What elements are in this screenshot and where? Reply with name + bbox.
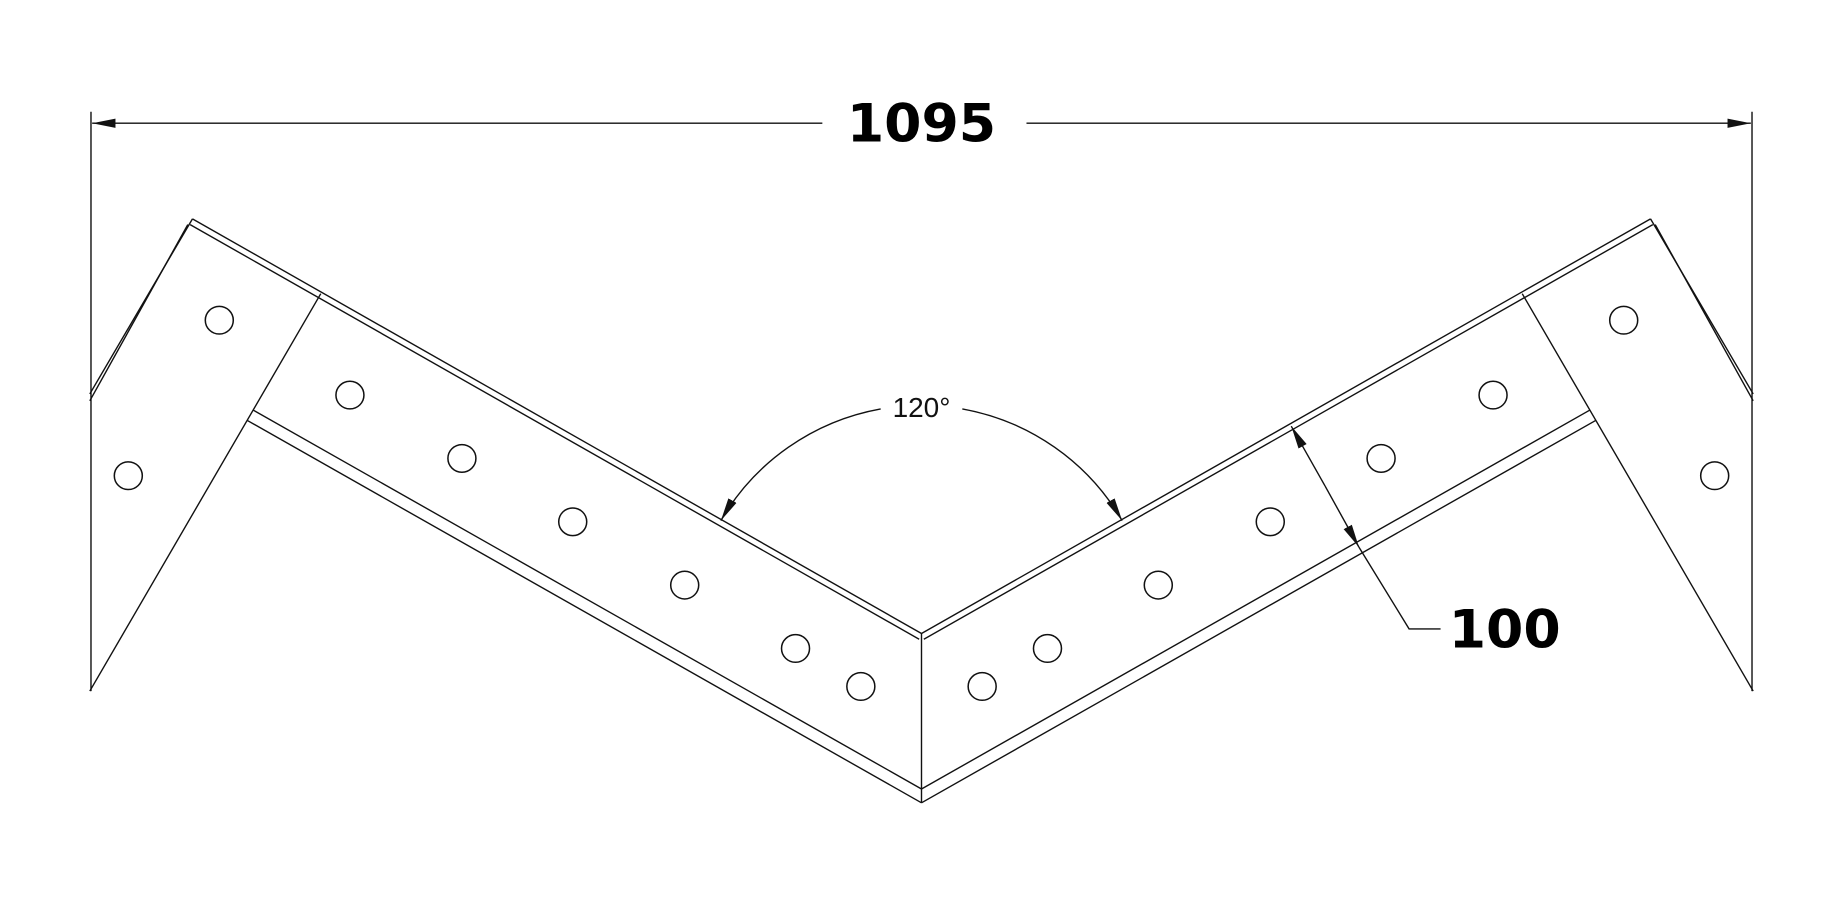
hole xyxy=(1143,570,1174,600)
hole xyxy=(669,570,700,600)
right-arm xyxy=(921,218,1754,804)
overall-width-label: 1095 xyxy=(847,93,996,155)
hole xyxy=(780,633,811,664)
hole xyxy=(557,507,588,537)
bolt-holes xyxy=(113,305,1730,702)
hole xyxy=(1255,507,1286,537)
hole xyxy=(204,305,235,335)
angle-dimension: 120° xyxy=(720,392,1123,521)
hole xyxy=(447,443,477,473)
hole xyxy=(1032,633,1063,664)
angle-label: 120° xyxy=(893,392,951,423)
hole xyxy=(335,380,365,410)
hole xyxy=(1608,305,1639,335)
hole xyxy=(967,671,997,702)
overall-dimension: 1095 xyxy=(90,93,1753,692)
left-arm xyxy=(89,218,922,804)
hole xyxy=(846,671,876,702)
width-dimension: 100 xyxy=(1290,425,1561,661)
hole xyxy=(113,461,144,491)
hole xyxy=(1478,380,1508,410)
width-label: 100 xyxy=(1449,599,1561,661)
hole xyxy=(1699,461,1730,491)
hole xyxy=(1366,443,1396,473)
